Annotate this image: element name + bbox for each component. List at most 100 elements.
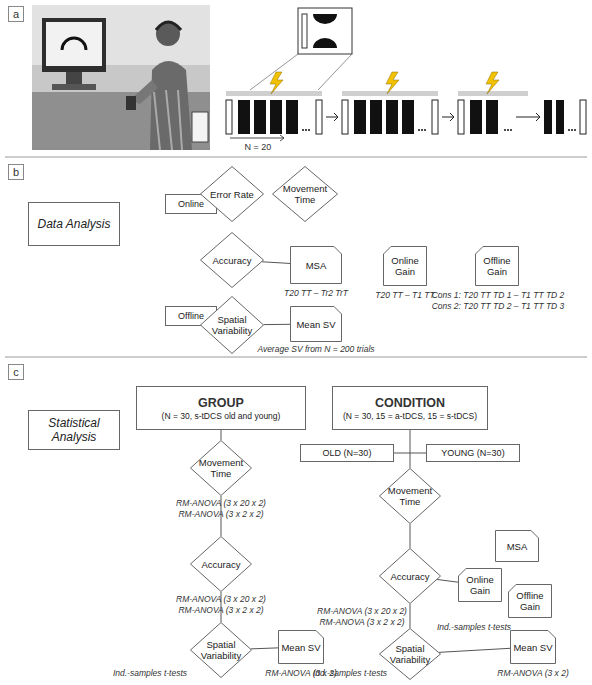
node-title: Offline Gain: [511, 590, 550, 612]
node-title: Mean SV: [296, 319, 335, 330]
document-box: Mean SV: [510, 630, 556, 664]
process-box: YOUNG (N=30): [426, 444, 520, 462]
shape-outline: [380, 549, 441, 604]
shape-outline: [191, 537, 252, 592]
shape-outline: [191, 441, 252, 496]
process-box: OLD (N=30): [300, 444, 394, 462]
node-title: MSA: [507, 541, 528, 552]
node-title: MSA: [306, 260, 327, 271]
decision-diamond: Error Rate: [200, 166, 264, 222]
document-box: MSA: [290, 246, 342, 284]
node-title: CONDITION: [375, 395, 445, 411]
node-title: Online: [178, 199, 204, 210]
decision-diamond: Movement Time: [272, 166, 338, 222]
document-box: Online Gain: [458, 568, 502, 602]
node-note: (N = 30, 15 = a-tDCS, 15 = s-tDCS): [343, 411, 477, 422]
count-arrow: [230, 135, 284, 141]
connector-line: [262, 262, 290, 264]
shape-outline: [291, 307, 342, 342]
node-title: Movement Time: [388, 485, 433, 507]
node-title: GROUP: [198, 395, 244, 411]
shape-outline: [201, 167, 264, 222]
shape-outline: [279, 631, 324, 664]
panel-divider: [5, 157, 587, 158]
connector-line: [410, 430, 411, 468]
node-title: Accuracy: [201, 559, 240, 570]
document-box: Offline Gain: [475, 246, 519, 286]
document-box: Online Gain: [383, 246, 427, 286]
annotation-text: RM-ANOVA (3 x 20 x 2): [121, 498, 321, 508]
process-box: CONDITION(N = 30, 15 = a-tDCS, 15 = s-tD…: [332, 386, 488, 430]
node-title: Accuracy: [390, 571, 429, 582]
annotation-text: Ind.-samples t-tests: [50, 668, 250, 678]
node-title: Spatial Variability: [199, 639, 244, 661]
annotation-text: RM-ANOVA (3 x 2): [433, 668, 592, 678]
document-box: Mean SV: [278, 630, 324, 664]
connector-line: [410, 524, 411, 548]
shape-outline: [291, 247, 342, 284]
panel-letter: b: [8, 164, 24, 180]
connector-line: [439, 648, 510, 652]
connector-line: [221, 430, 222, 440]
annotation-text: Cons 2: T20 TT TD 2 – T1 TT TD 3: [398, 301, 592, 311]
shape-outline: [191, 623, 252, 678]
shape-outline: [476, 247, 519, 286]
panel-letter: a: [8, 6, 24, 22]
node-title: Spatial Variability: [388, 643, 433, 665]
decision-diamond: Movement Time: [379, 468, 441, 524]
node-title: OLD (N=30): [323, 448, 372, 459]
node-title: Mean SV: [281, 642, 320, 653]
annotation-text: RM-ANOVA (3 x 20 x 2): [121, 594, 321, 604]
connector-line: [410, 604, 411, 628]
node-title: Spatial Variability: [209, 314, 255, 336]
annotation-text: Cons 1: T20 TT TD 1 – T1 TT TD 2: [398, 290, 592, 300]
shape-outline: [384, 247, 427, 286]
connector-line: [264, 324, 290, 325]
node-title: Mean SV: [513, 642, 552, 653]
connector-line: [394, 453, 426, 454]
annotation-text: Ind.-samples t-tests: [250, 668, 450, 678]
annotation-text: RM-ANOVA (3 x 2 x 2): [121, 509, 321, 519]
node-title: Online Gain: [386, 255, 425, 277]
annotation-text: Average SV from N = 200 trials: [216, 344, 416, 354]
document-box: Mean SV: [290, 306, 342, 342]
node-title: Movement Time: [281, 183, 329, 205]
document-box: MSA: [495, 530, 539, 562]
shape-outline: [511, 631, 556, 664]
process-box: Data Analysis: [28, 202, 120, 246]
connector-line: [251, 648, 278, 649]
shape-outline: [509, 585, 552, 618]
decision-diamond: Spatial Variability: [190, 622, 252, 678]
photo: [32, 5, 210, 150]
node-title: Error Rate: [210, 189, 254, 200]
decision-diamond: Spatial Variability: [200, 296, 264, 354]
annotation-text: Ind.-samples t-tests: [374, 622, 574, 632]
decision-diamond: Movement Time: [190, 440, 252, 496]
node-title: Statistical Analysis: [29, 416, 119, 444]
annotation-text: RM-ANOVA (3 x 2 x 2): [121, 605, 321, 615]
node-title: YOUNG (N=30): [441, 448, 504, 459]
decision-diamond: Accuracy: [190, 536, 252, 592]
document-box: Offline Gain: [508, 584, 552, 618]
shape-outline: [496, 531, 539, 562]
node-title: Movement Time: [199, 457, 244, 479]
shape-outline: [201, 233, 264, 288]
trial-rows: [226, 72, 586, 141]
process-box: GROUP(N = 30, s-tDCS old and young): [136, 386, 306, 430]
node-title: Offline Gain: [478, 255, 517, 277]
node-note: (N = 30, s-tDCS old and young): [162, 411, 281, 422]
annotation-text: RM-ANOVA (3 x 20 x 2): [262, 606, 462, 616]
panel-divider: [5, 357, 587, 358]
process-box: Statistical Analysis: [28, 410, 120, 450]
annotation-text: RM-ANOVA (3 x 2 x 2): [262, 617, 462, 627]
annotation-text: N = 20: [158, 142, 358, 152]
connector-line: [437, 579, 458, 582]
shape-outline: [380, 469, 441, 524]
shape-outline: [459, 569, 502, 602]
shape-outline: [273, 167, 338, 222]
decision-diamond: Spatial Variability: [379, 628, 441, 680]
shape-outline: [201, 297, 264, 354]
node-title: Offline: [178, 311, 204, 322]
